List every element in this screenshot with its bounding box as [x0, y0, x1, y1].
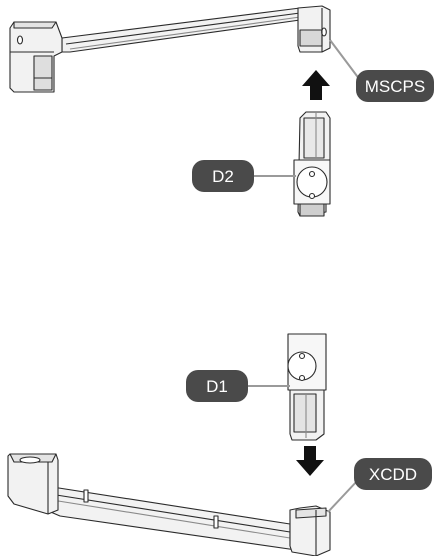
arrow-up-icon [302, 70, 330, 100]
mscps-leader-line [329, 39, 361, 81]
bottom-rail-part [7, 453, 331, 556]
lower-bracket-part [287, 333, 327, 441]
xcdd-callout: XCDD [354, 458, 432, 490]
xcdd-leader-line [327, 479, 359, 513]
mscps-callout: MSCPS [356, 70, 434, 102]
arrow-down-icon [296, 446, 324, 476]
xcdd-label: XCDD [369, 465, 417, 484]
top-rail-part [9, 5, 331, 93]
d1-callout: D1 [186, 370, 248, 402]
d2-callout: D2 [192, 160, 254, 192]
upper-bracket-part [293, 111, 331, 217]
d2-label: D2 [212, 167, 234, 186]
d1-label: D1 [206, 377, 228, 396]
mscps-label: MSCPS [365, 77, 425, 96]
